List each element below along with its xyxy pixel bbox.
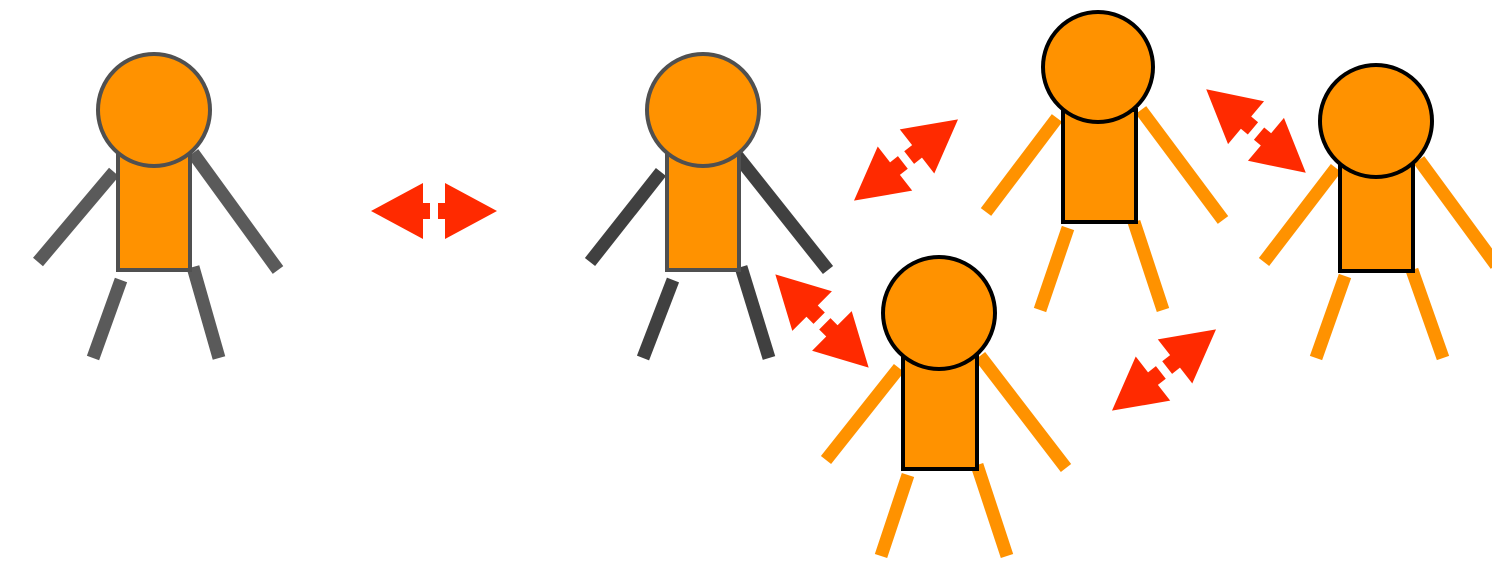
head	[1320, 65, 1432, 177]
head	[647, 54, 759, 166]
torso	[903, 355, 977, 469]
torso	[667, 152, 739, 270]
head	[883, 257, 995, 369]
torso	[1063, 110, 1136, 222]
head	[98, 54, 210, 166]
torso	[118, 152, 190, 270]
head	[1043, 12, 1153, 122]
